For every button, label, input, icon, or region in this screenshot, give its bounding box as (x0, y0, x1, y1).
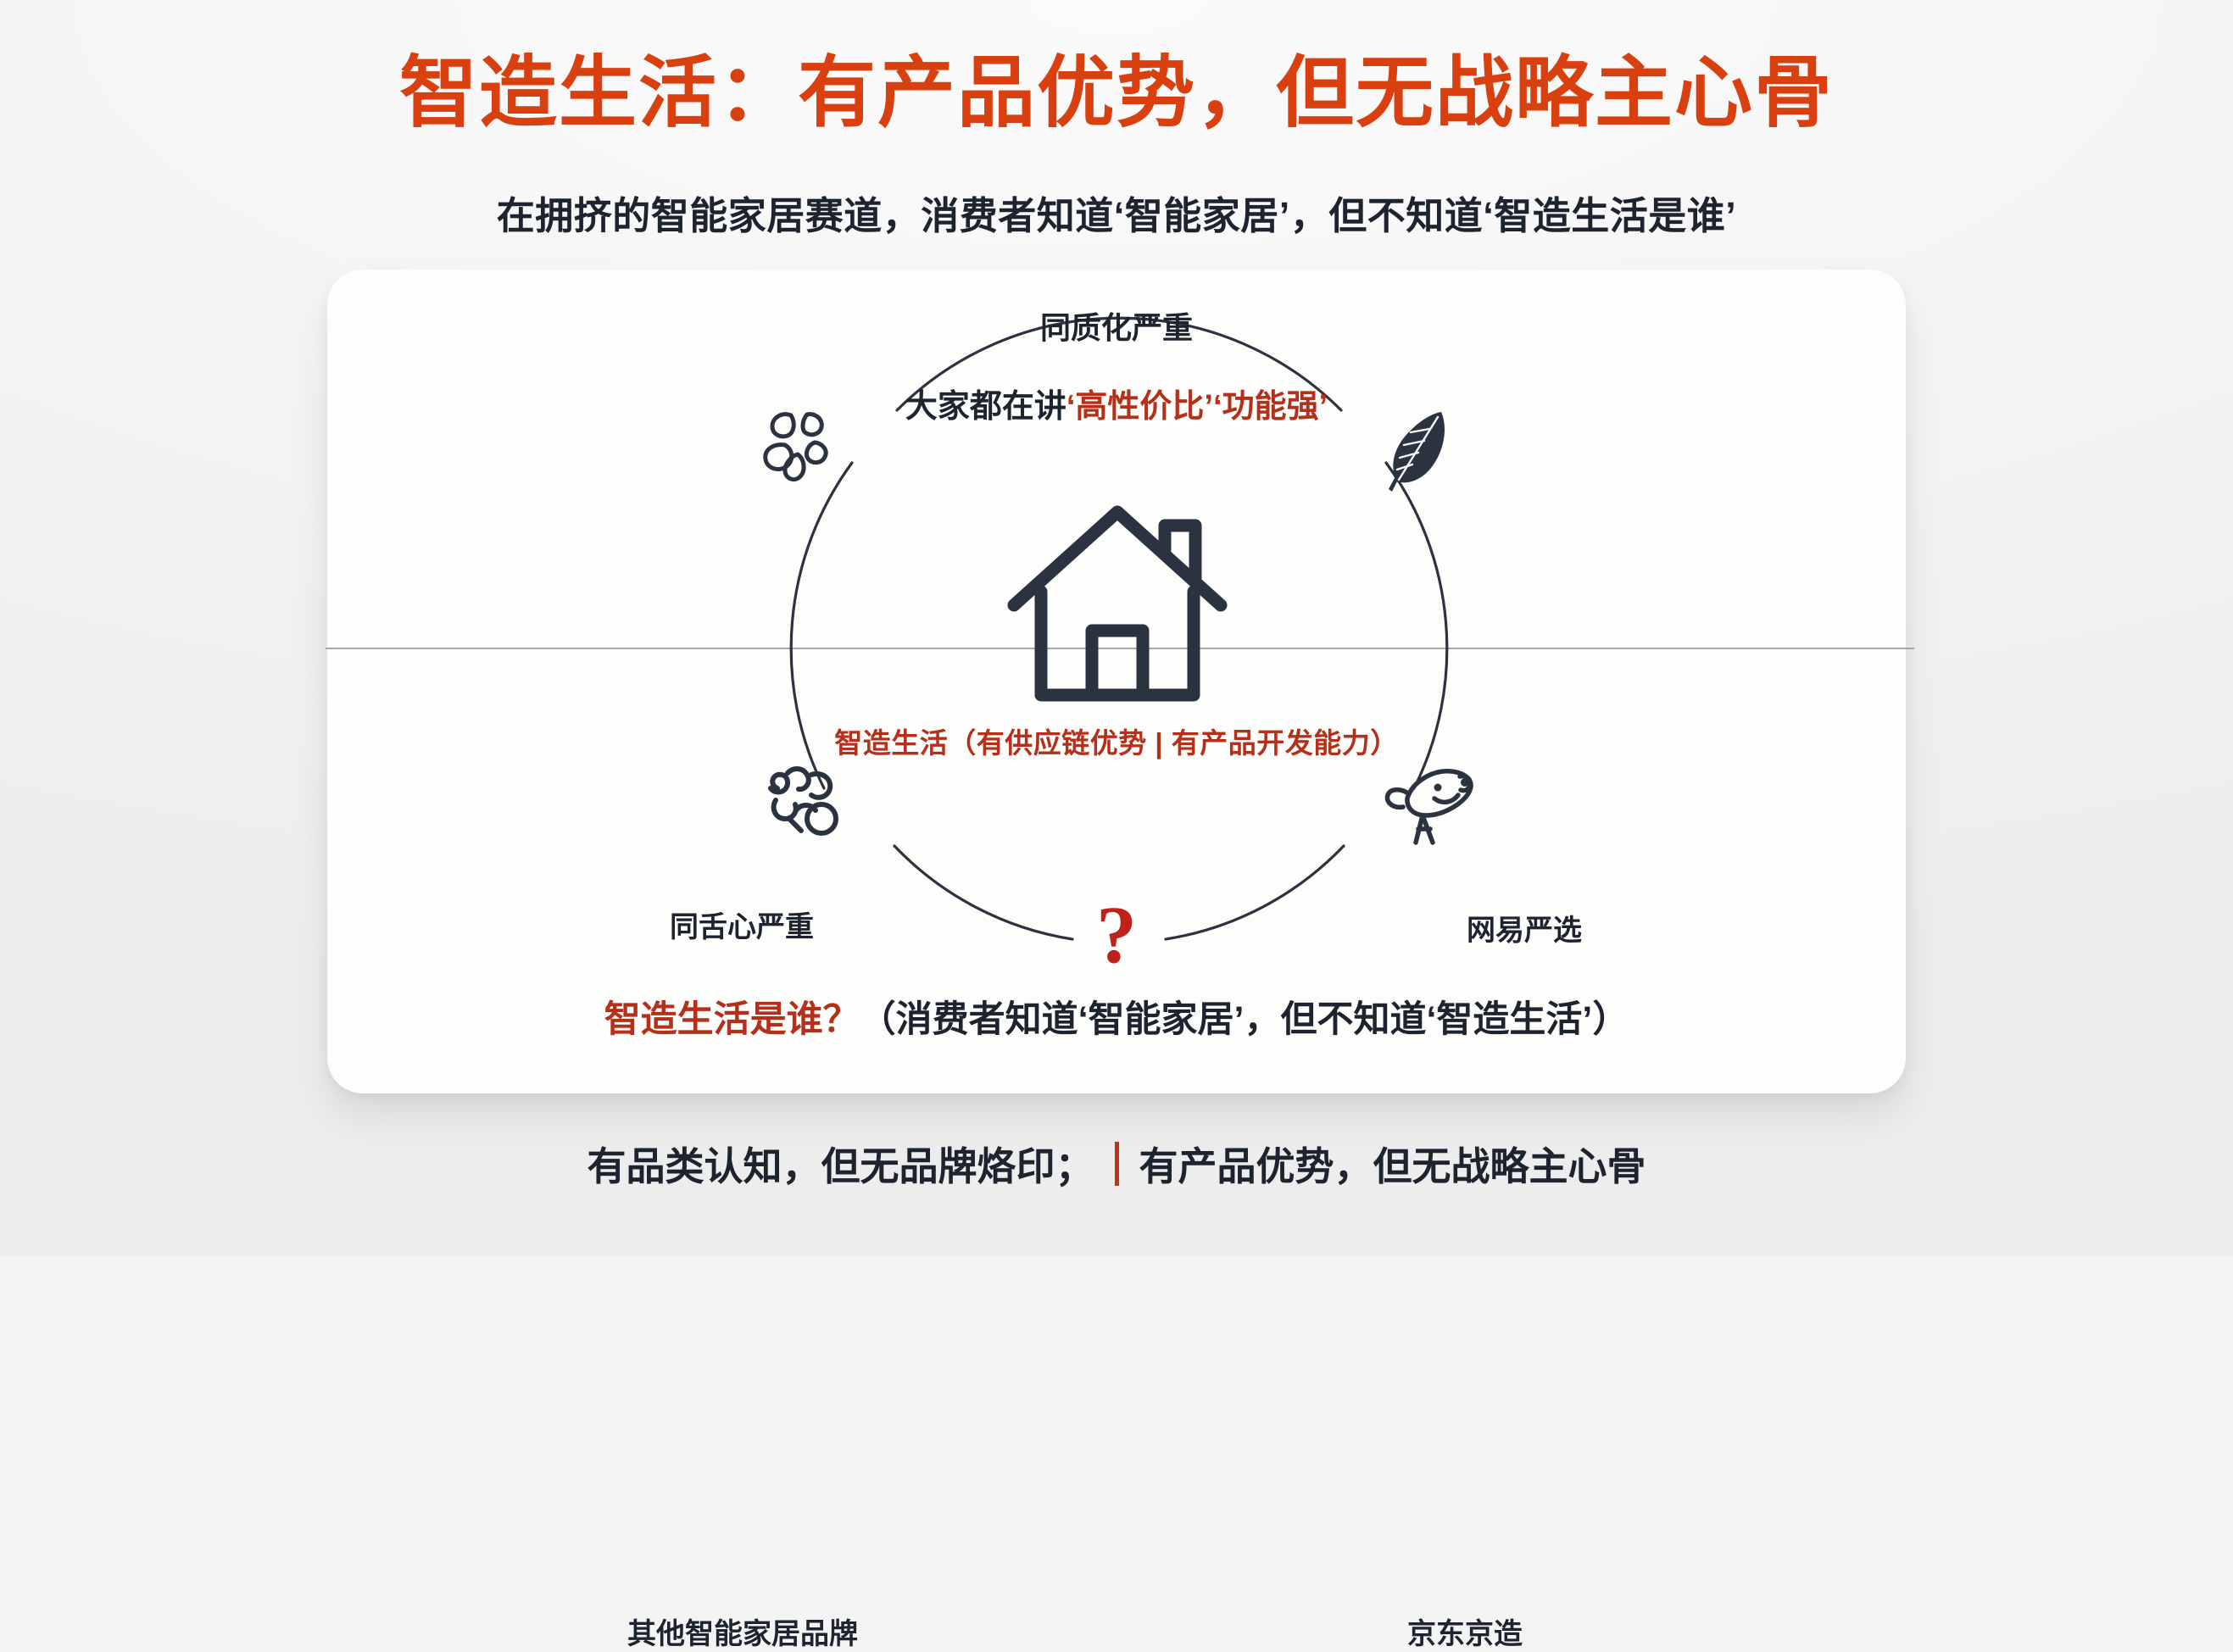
jd-dog-icon (1382, 763, 1480, 852)
callout-rest: （消费者知道‘智能家居’，但不知道‘智造生活’） (859, 999, 1629, 1040)
footer-divider (1114, 1142, 1119, 1186)
arc-top-sub-highlight-2: ‘功能强’ (1213, 389, 1328, 425)
node-other-brands-label: 其他智能家居品牌 (627, 1618, 858, 1650)
arc-top-sublabel: 大家都在讲‘高性价比’‘功能强’ (0, 380, 2233, 426)
node-mijia-label: 同舌心严重 (670, 911, 814, 943)
arc-right (1384, 461, 1449, 790)
center-caption: 智造生活（有供应链优势 | 有产品开发能力） (834, 727, 1399, 759)
footer-summary: 有品类认知，但无品牌烙印； 有产品优势，但无战略主心骨 (0, 1136, 2233, 1192)
abstract-mark-icon (759, 763, 844, 848)
node-jd-label: 京东京造 (1407, 1618, 1523, 1650)
arc-bottom-right (1164, 844, 1345, 941)
flower-petal-icon (759, 407, 837, 489)
page-title: 智造生活：有产品优势，但无战略主心骨 (398, 50, 1834, 136)
horizontal-rule (326, 648, 1914, 649)
callout-text: 智造生活是谁？（消费者知道‘智能家居’，但不知道‘智造生活’） (0, 990, 2233, 1043)
content-card (327, 270, 1906, 1093)
arc-top (895, 316, 1343, 412)
arc-top-sub-prefix: 大家都在讲 (905, 389, 1066, 425)
footer-left: 有品类认知，但无品牌烙印； (587, 1144, 1094, 1188)
slide-stage: 智造生活：有产品优势，但无战略主心骨 在拥挤的智能家居赛道，消费者知道‘智能家居… (0, 50, 2233, 1650)
callout-question: 智造生活是谁？ (604, 999, 860, 1040)
arc-top-sub-highlight-1: ‘高性价比’ (1066, 389, 1213, 425)
question-mark-icon: ? (1096, 889, 1137, 980)
page-subtitle: 在拥挤的智能家居赛道，消费者知道‘智能家居’，但不知道‘智造生活是谁’ (496, 194, 1737, 237)
node-yanxuan-label: 网易严选 (1467, 915, 1582, 947)
arc-bottom-left (893, 844, 1074, 941)
feather-icon (1382, 407, 1460, 503)
footer-right: 有产品优势，但无战略主心骨 (1139, 1144, 1646, 1188)
arc-left (789, 461, 854, 790)
arc-top-label: 同质化严重 (1039, 310, 1193, 345)
circle-diagram (746, 280, 1492, 975)
house-icon (999, 497, 1236, 709)
